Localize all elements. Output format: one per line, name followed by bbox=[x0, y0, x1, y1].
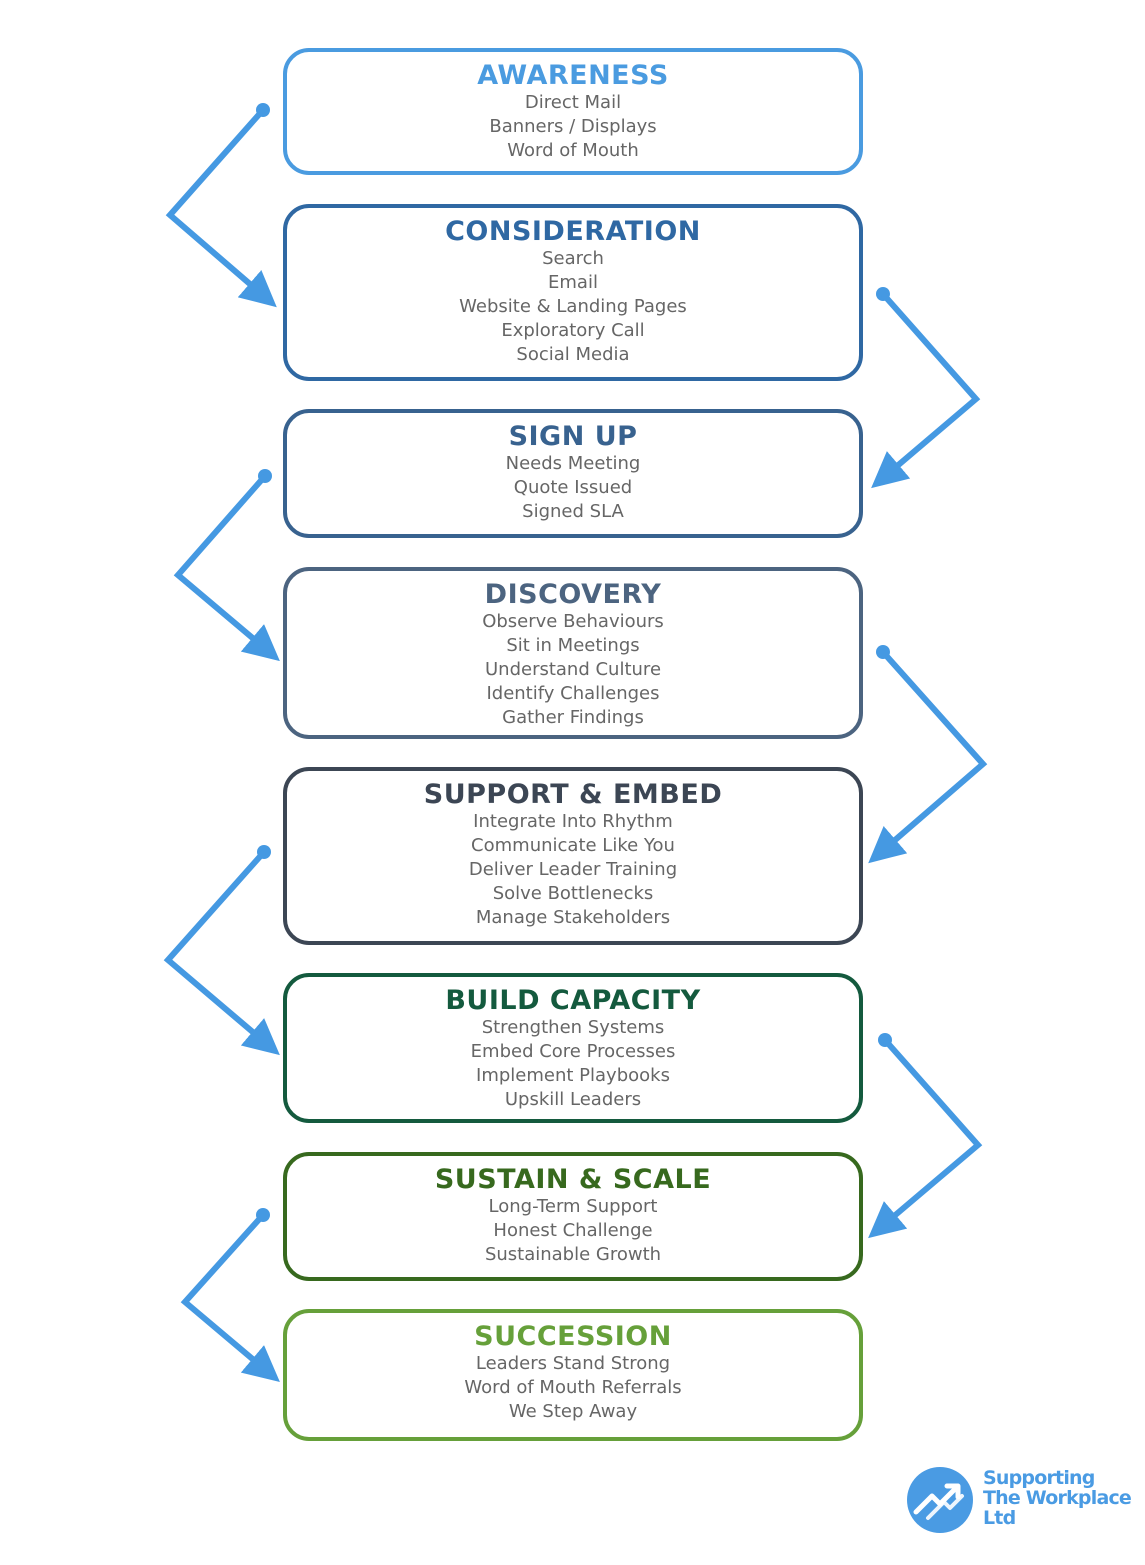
stage-sign-up: SIGN UP Needs Meeting Quote Issued Signe… bbox=[283, 409, 863, 538]
connector-arrow bbox=[868, 650, 988, 864]
stage-title: BUILD CAPACITY bbox=[445, 985, 701, 1016]
stage-item: Website & Landing Pages bbox=[459, 296, 687, 317]
stage-item: Implement Playbooks bbox=[476, 1065, 670, 1086]
stage-item: Upskill Leaders bbox=[504, 1089, 642, 1110]
stage-item: Gather Findings bbox=[502, 707, 644, 728]
stage-build-capacity: BUILD CAPACITY Strengthen Systems Embed … bbox=[283, 973, 863, 1123]
stage-title: CONSIDERATION bbox=[445, 216, 701, 247]
stage-support-embed: SUPPORT & EMBED Integrate Into Rhythm Co… bbox=[283, 767, 863, 945]
logo-line: Supporting bbox=[983, 1467, 1095, 1489]
stage-consideration: CONSIDERATION Search Email Website & Lan… bbox=[283, 204, 863, 381]
stage-item: Embed Core Processes bbox=[470, 1041, 676, 1062]
stage-awareness: AWARENESS Direct Mail Banners / Displays… bbox=[283, 48, 863, 175]
stage-item: We Step Away bbox=[508, 1401, 638, 1422]
stage-item: Quote Issued bbox=[513, 477, 633, 498]
stage-item: Word of Mouth Referrals bbox=[464, 1377, 682, 1398]
logo-mark-icon bbox=[907, 1467, 973, 1533]
stage-items: Long-Term Support Honest Challenge Susta… bbox=[287, 1195, 859, 1267]
stage-items: Integrate Into Rhythm Communicate Like Y… bbox=[287, 810, 859, 930]
stage-item: Deliver Leader Training bbox=[468, 859, 678, 880]
stage-item: Sustainable Growth bbox=[484, 1244, 662, 1265]
stage-item: Sit in Meetings bbox=[506, 635, 640, 656]
stage-item: Communicate Like You bbox=[471, 835, 675, 856]
stage-item: Identify Challenges bbox=[486, 683, 660, 704]
stage-item: Solve Bottlenecks bbox=[492, 883, 654, 904]
stage-item: Needs Meeting bbox=[505, 453, 641, 474]
stage-item: Direct Mail bbox=[524, 92, 622, 113]
stage-title: DISCOVERY bbox=[484, 579, 662, 610]
stage-discovery: DISCOVERY Observe Behaviours Sit in Meet… bbox=[283, 567, 863, 739]
stage-items: Needs Meeting Quote Issued Signed SLA bbox=[287, 452, 859, 524]
stage-title: SIGN UP bbox=[508, 421, 638, 452]
connector-arrow bbox=[165, 108, 277, 308]
connector-arrow bbox=[173, 474, 280, 662]
stage-items: Observe Behaviours Sit in Meetings Under… bbox=[287, 610, 859, 730]
connector-arrow bbox=[871, 292, 981, 489]
stage-succession: SUCCESSION Leaders Stand Strong Word of … bbox=[283, 1309, 863, 1441]
stage-item: Signed SLA bbox=[522, 501, 624, 522]
company-logo: Supporting The Workplace Ltd bbox=[906, 1466, 1133, 1538]
stage-item: Honest Challenge bbox=[493, 1220, 653, 1241]
stage-items: Strengthen Systems Embed Core Processes … bbox=[287, 1016, 859, 1112]
stage-item: Observe Behaviours bbox=[482, 611, 664, 632]
stage-title: SUCCESSION bbox=[474, 1321, 672, 1352]
stage-sustain-scale: SUSTAIN & SCALE Long-Term Support Honest… bbox=[283, 1152, 863, 1281]
logo-line: The Workplace bbox=[983, 1487, 1132, 1509]
stage-item: Word of Mouth bbox=[507, 140, 639, 161]
stage-title: SUSTAIN & SCALE bbox=[434, 1164, 712, 1195]
stage-item: Search bbox=[542, 248, 604, 269]
connector-arrow bbox=[868, 1038, 983, 1239]
stage-item: Email bbox=[548, 272, 598, 293]
logo-wordmark: Supporting The Workplace Ltd bbox=[983, 1468, 1133, 1528]
stage-item: Exploratory Call bbox=[501, 320, 645, 341]
logo-line: Ltd bbox=[983, 1507, 1016, 1529]
stage-item: Leaders Stand Strong bbox=[475, 1353, 671, 1374]
stage-item: Strengthen Systems bbox=[481, 1017, 665, 1038]
stage-item: Banners / Displays bbox=[489, 116, 657, 137]
stage-item: Manage Stakeholders bbox=[475, 907, 671, 928]
stage-items: Direct Mail Banners / Displays Word of M… bbox=[287, 91, 859, 163]
stage-items: Search Email Website & Landing Pages Exp… bbox=[287, 247, 859, 367]
stage-items: Leaders Stand Strong Word of Mouth Refer… bbox=[287, 1352, 859, 1424]
stage-title: AWARENESS bbox=[477, 60, 669, 91]
stage-item: Social Media bbox=[516, 344, 630, 365]
stage-item: Long-Term Support bbox=[488, 1196, 658, 1217]
connector-arrow bbox=[180, 1212, 280, 1383]
stage-title: SUPPORT & EMBED bbox=[423, 779, 723, 810]
stage-item: Understand Culture bbox=[484, 659, 662, 680]
connector-arrow bbox=[163, 850, 280, 1056]
stage-item: Integrate Into Rhythm bbox=[473, 811, 673, 832]
